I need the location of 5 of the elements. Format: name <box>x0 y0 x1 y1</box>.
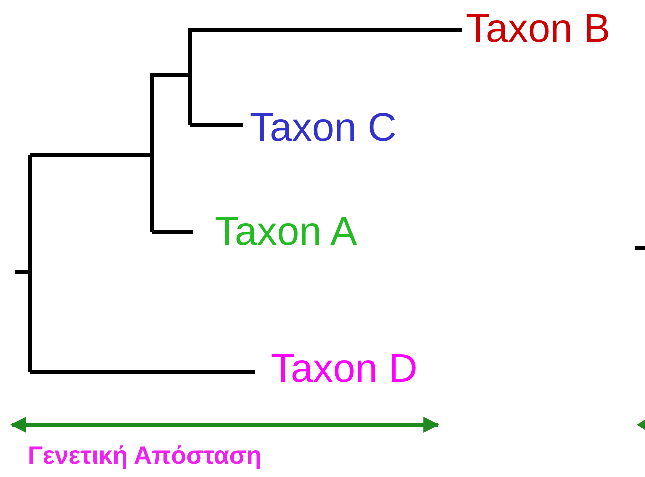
taxon-label: Taxon C <box>250 108 397 148</box>
taxon-label: Taxon B <box>466 9 611 49</box>
axis-label: Γενετική Απόσταση <box>28 444 262 469</box>
taxon-label: Taxon D <box>271 349 418 389</box>
taxon-label: Taxon A <box>215 212 358 252</box>
